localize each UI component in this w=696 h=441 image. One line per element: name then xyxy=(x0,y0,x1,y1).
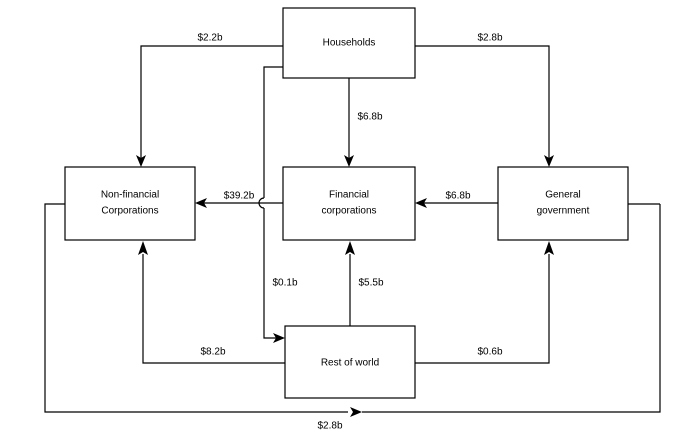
node-government[interactable]: General government xyxy=(497,166,629,241)
edge-nfc-to-rest: $2.8b xyxy=(44,203,661,432)
edge-government-to-fincorp: $6.8b xyxy=(415,191,498,208)
edge-label-households-to-government: $2.8b xyxy=(477,33,502,44)
node-nfc[interactable]: Non-financial Corporations xyxy=(64,166,196,241)
edge-path-nfc-to-rest-right-stub xyxy=(362,204,661,413)
node-label-rest: Rest of world xyxy=(321,358,379,369)
edge-label-rest-to-nfc: $8.2b xyxy=(200,347,225,358)
node-label-fincorp-line2: corporations xyxy=(321,206,376,217)
node-label-fincorp-line1: Financial xyxy=(329,190,369,201)
edge-path-rest-to-nfc xyxy=(142,254,285,364)
arrow-head-into-government-top xyxy=(544,155,554,167)
edge-label-government-to-fincorp: $6.8b xyxy=(445,191,470,202)
edge-path-nfc-to-rest-left xyxy=(44,203,348,413)
edge-households-to-nfc: $2.2b xyxy=(136,33,283,167)
edge-label-households-to-nfc: $2.2b xyxy=(197,33,222,44)
arrow-head-bottom-loop xyxy=(350,407,362,417)
node-label-households: Households xyxy=(323,38,376,49)
edge-label-rest-to-government: $0.6b xyxy=(477,347,502,358)
edge-label-rest-to-fincorp: $5.5b xyxy=(358,278,383,289)
edge-label-nfc-to-rest: $2.8b xyxy=(317,421,342,432)
node-rest[interactable]: Rest of world xyxy=(284,325,416,399)
node-box-government[interactable] xyxy=(497,166,629,241)
edge-fincorp-to-nfc: $39.2b xyxy=(195,191,283,208)
edge-path-households-to-nfc xyxy=(140,45,283,160)
arrow-head-into-nfc-bottom xyxy=(138,241,148,255)
edge-households-to-fincorp: $6.8b xyxy=(344,78,383,167)
edge-label-households-to-rest: $0.1b xyxy=(272,278,297,289)
node-label-government-line2: government xyxy=(537,206,590,217)
node-box-households[interactable] xyxy=(282,7,416,79)
node-label-nfc-line1: Non-financial xyxy=(101,190,159,201)
edge-label-fincorp-to-nfc: $39.2b xyxy=(224,191,255,202)
edge-households-to-government: $2.8b xyxy=(415,33,554,167)
arrow-head-into-rest-left-upper xyxy=(273,333,285,343)
node-label-nfc-line2: Corporations xyxy=(101,206,158,217)
node-fincorp[interactable]: Financial corporations xyxy=(282,166,416,241)
edge-path-households-to-government xyxy=(415,45,550,160)
edge-label-households-to-fincorp: $6.8b xyxy=(357,112,382,123)
arrow-head-into-government-bottom xyxy=(544,241,554,255)
node-households[interactable]: Households xyxy=(282,7,416,79)
node-label-government-line1: General xyxy=(545,190,581,201)
node-box-nfc[interactable] xyxy=(64,166,196,241)
arrow-head-into-fincorp-right xyxy=(415,198,427,208)
edge-path-rest-to-government xyxy=(415,254,550,364)
arrow-head-into-nfc-top xyxy=(136,155,146,167)
edge-path-households-to-rest-upper xyxy=(263,66,283,198)
arrow-head-into-fincorp-bottom xyxy=(345,241,355,255)
edge-path-households-to-rest-lower xyxy=(263,208,278,339)
arrow-head-into-fincorp-top xyxy=(344,155,354,167)
node-box-fincorp[interactable] xyxy=(282,166,416,241)
arrow-head-into-nfc-right xyxy=(195,198,207,208)
edge-rest-to-government: $0.6b xyxy=(415,241,554,364)
edge-rest-to-fincorp: $5.5b xyxy=(345,241,384,326)
node-box-rest[interactable] xyxy=(284,325,416,399)
edge-rest-to-nfc: $8.2b xyxy=(138,241,285,364)
